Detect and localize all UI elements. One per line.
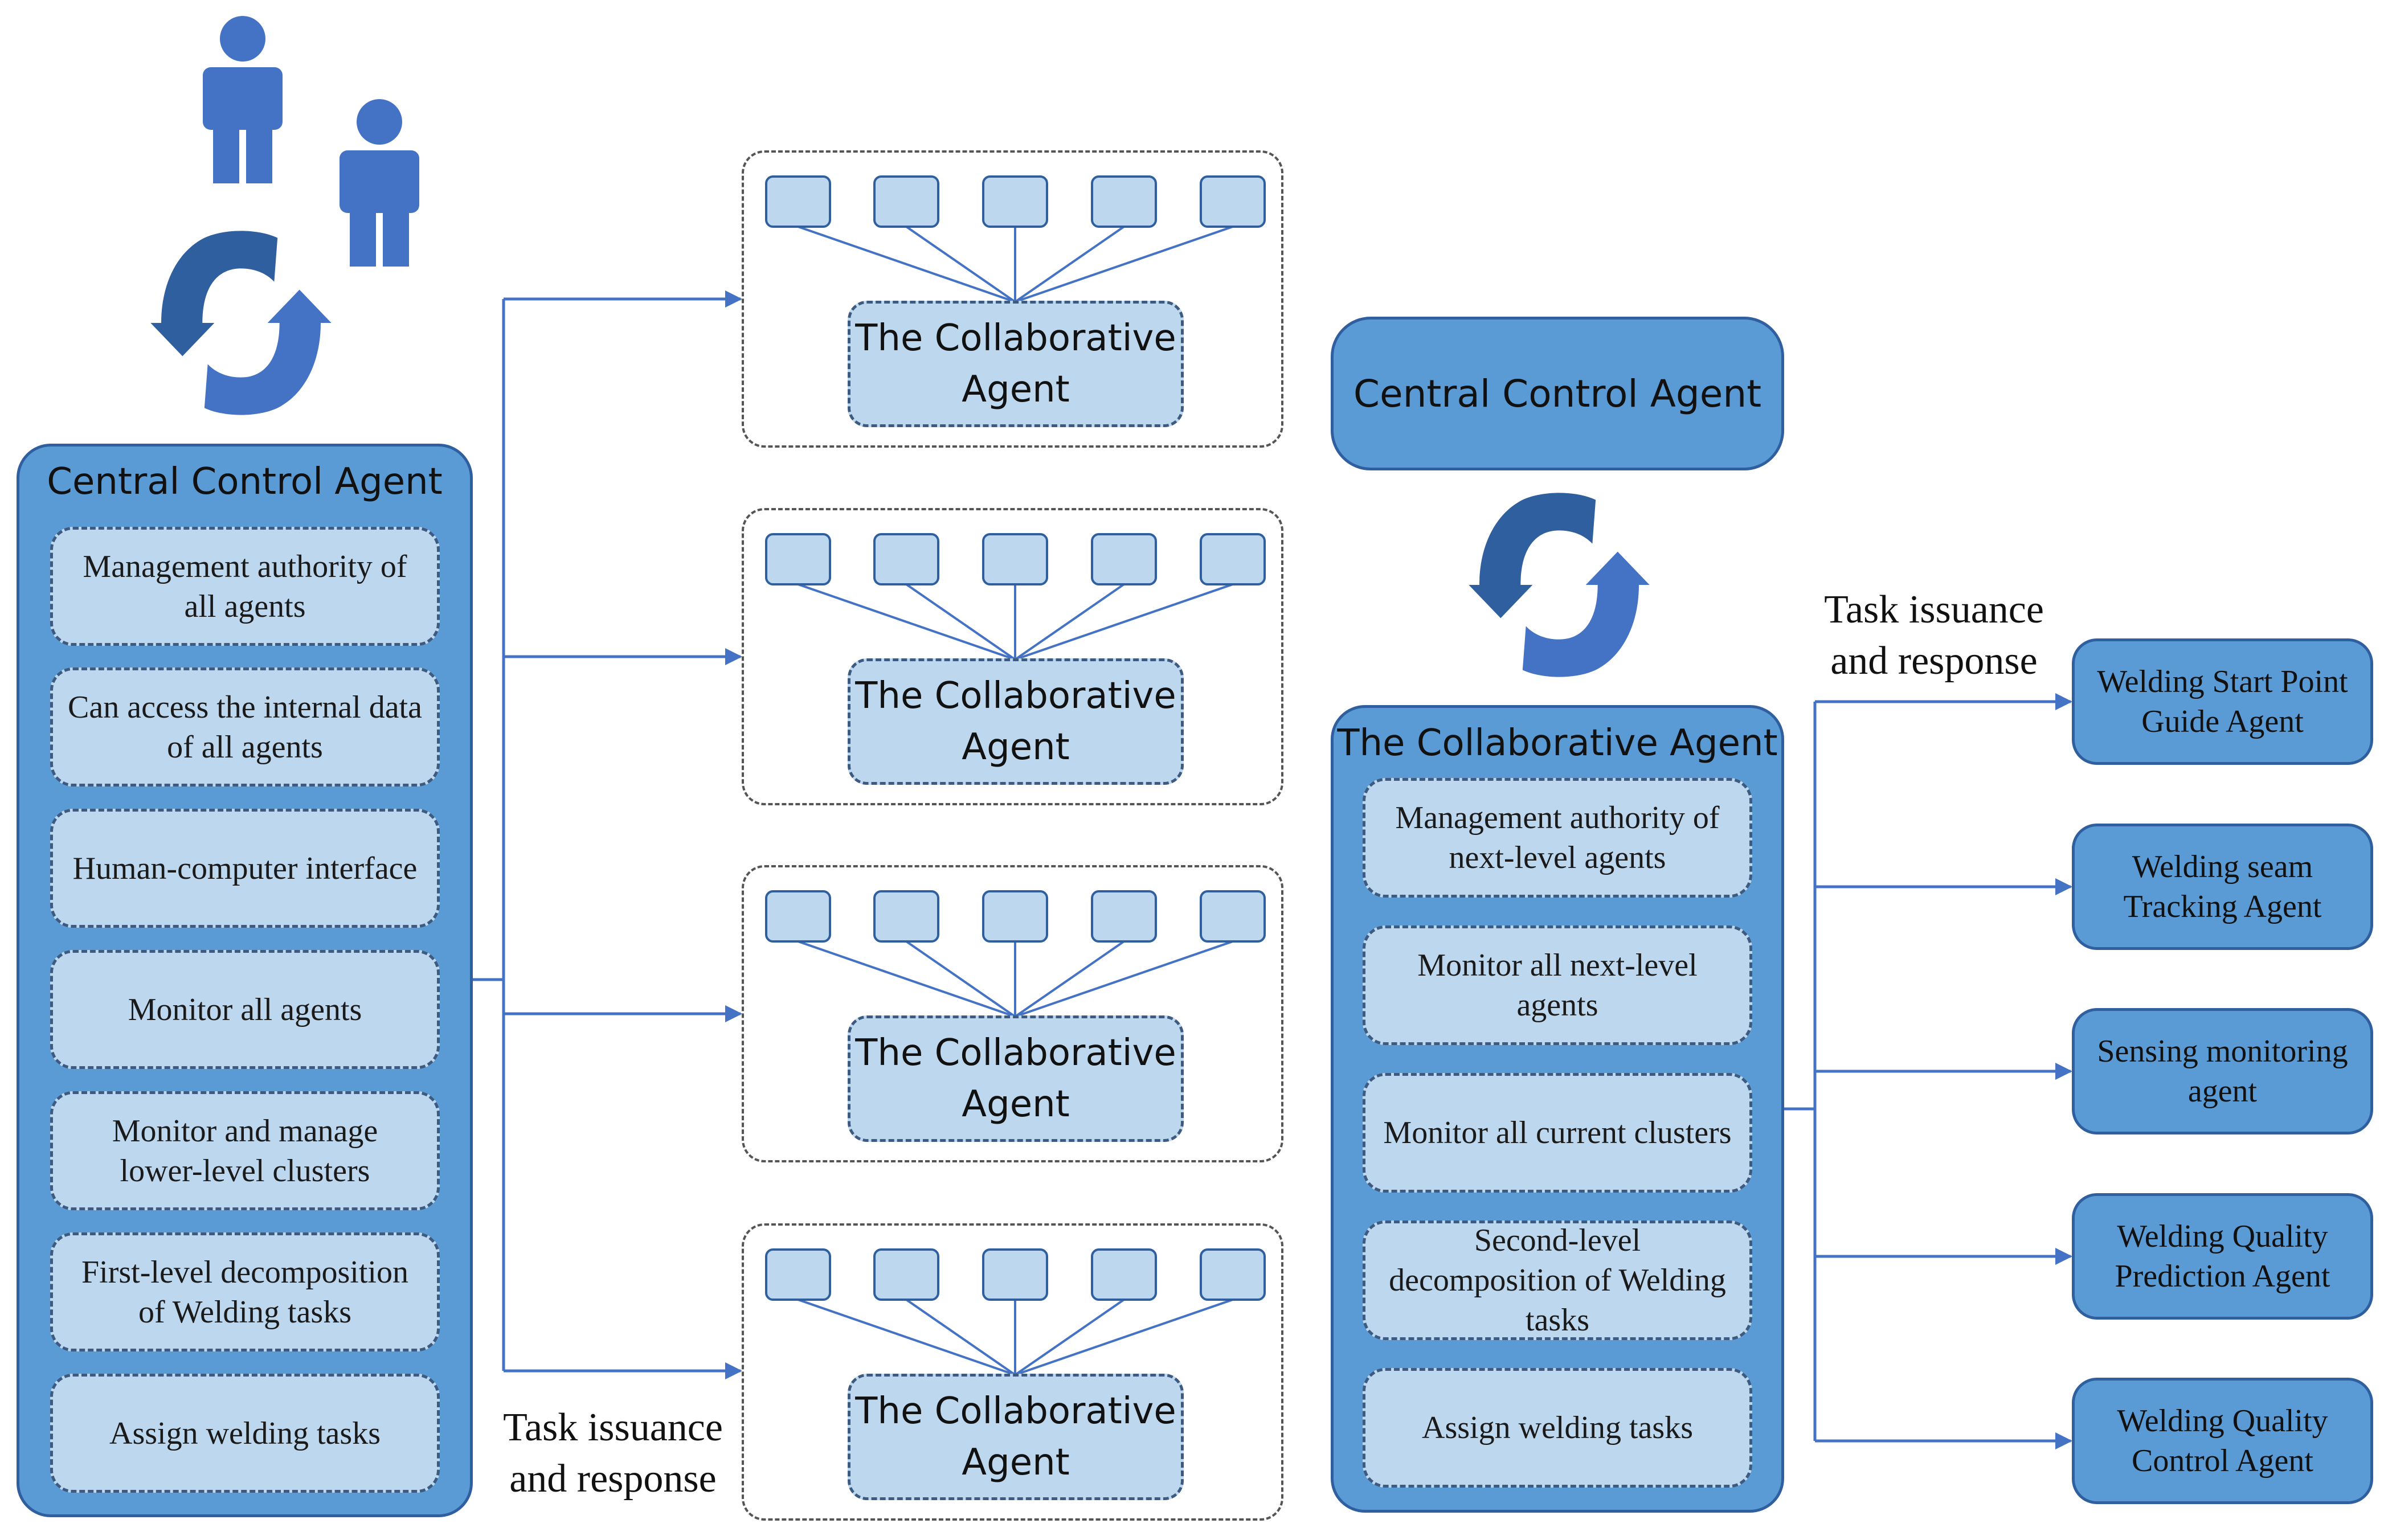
central-control-agent-title: Central Control Agent bbox=[47, 461, 443, 503]
left-item-monitor-manage-clusters: Monitor and manage lower-level clusters bbox=[50, 1091, 440, 1210]
collaborative-cluster: The Collaborative Agent bbox=[742, 150, 1283, 448]
sub-agent-node bbox=[1091, 890, 1157, 943]
sub-agent-node bbox=[982, 1248, 1048, 1301]
collaborative-agent-box: The Collaborative Agent bbox=[848, 658, 1184, 785]
collaborative-cluster: The Collaborative Agent bbox=[742, 508, 1283, 805]
collaborative-cluster: The Collaborative Agent bbox=[742, 1223, 1283, 1521]
right-item-monitor-next-level: Monitor all next-level agents bbox=[1363, 925, 1752, 1045]
right-item-monitor-clusters: Monitor all current clusters bbox=[1363, 1073, 1752, 1193]
target-welding-start-point-guide-agent: Welding Start Point Guide Agent bbox=[2072, 638, 2373, 765]
sub-agent-node bbox=[1200, 1248, 1266, 1301]
sub-agent-node bbox=[1091, 175, 1157, 228]
cycle-arrows-icon bbox=[1469, 493, 1650, 677]
right-central-control-agent: Central Control Agent bbox=[1331, 317, 1784, 470]
sub-agent-node bbox=[982, 890, 1048, 943]
sub-agent-node bbox=[982, 533, 1048, 585]
cluster-links bbox=[798, 1299, 1233, 1376]
sub-agent-node bbox=[1200, 890, 1266, 943]
left-item-monitor-all-agents: Monitor all agents bbox=[50, 950, 440, 1069]
right-task-caption: Task issuance and response bbox=[1824, 588, 2044, 683]
sub-agent-node bbox=[765, 533, 831, 585]
cycle-arrows-icon bbox=[150, 231, 332, 415]
sub-agent-node bbox=[1200, 175, 1266, 228]
cluster-links bbox=[798, 940, 1233, 1018]
left-item-management-authority: Management authority of all agents bbox=[50, 527, 440, 646]
sub-agent-node bbox=[1091, 1248, 1157, 1301]
target-welding-quality-control-agent: Welding Quality Control Agent bbox=[2072, 1378, 2373, 1504]
cluster-links bbox=[798, 226, 1233, 303]
right-item-management-authority: Management authority of next-level agent… bbox=[1363, 778, 1752, 898]
collaborative-agent-box: The Collaborative Agent bbox=[848, 1015, 1184, 1142]
left-item-access-internal-data: Can access the internal data of all agen… bbox=[50, 667, 440, 787]
target-welding-seam-tracking-agent: Welding seam Tracking Agent bbox=[2072, 824, 2373, 950]
collaborative-agent-title: The Collaborative Agent bbox=[1337, 722, 1778, 764]
sub-agent-node bbox=[765, 890, 831, 943]
left-item-first-level-decomposition: First-level decomposition of Welding tas… bbox=[50, 1232, 440, 1351]
target-sensing-monitoring-agent: Sensing monitoring agent bbox=[2072, 1008, 2373, 1134]
right-item-second-level-decomposition: Second-level decomposition of Welding ta… bbox=[1363, 1220, 1752, 1340]
person-icon bbox=[340, 99, 419, 267]
sub-agent-node bbox=[873, 890, 939, 943]
target-welding-quality-prediction-agent: Welding Quality Prediction Agent bbox=[2072, 1193, 2373, 1320]
sub-agent-node bbox=[1091, 533, 1157, 585]
left-item-human-computer-interface: Human-computer interface bbox=[50, 809, 440, 928]
sub-agent-node bbox=[765, 175, 831, 228]
sub-agent-node bbox=[982, 175, 1048, 228]
left-item-assign-welding-tasks: Assign welding tasks bbox=[50, 1374, 440, 1493]
cluster-links bbox=[798, 583, 1233, 661]
collaborative-agent-box: The Collaborative Agent bbox=[848, 301, 1184, 427]
sub-agent-node bbox=[765, 1248, 831, 1301]
collaborative-agent-box: The Collaborative Agent bbox=[848, 1374, 1184, 1500]
sub-agent-node bbox=[873, 533, 939, 585]
sub-agent-node bbox=[1200, 533, 1266, 585]
collaborative-cluster: The Collaborative Agent bbox=[742, 865, 1283, 1162]
sub-agent-node bbox=[873, 1248, 939, 1301]
person-icon bbox=[203, 16, 283, 183]
sub-agent-node bbox=[873, 175, 939, 228]
right-item-assign-welding-tasks: Assign welding tasks bbox=[1363, 1368, 1752, 1488]
left-task-caption: Task issuance and response bbox=[503, 1406, 723, 1501]
